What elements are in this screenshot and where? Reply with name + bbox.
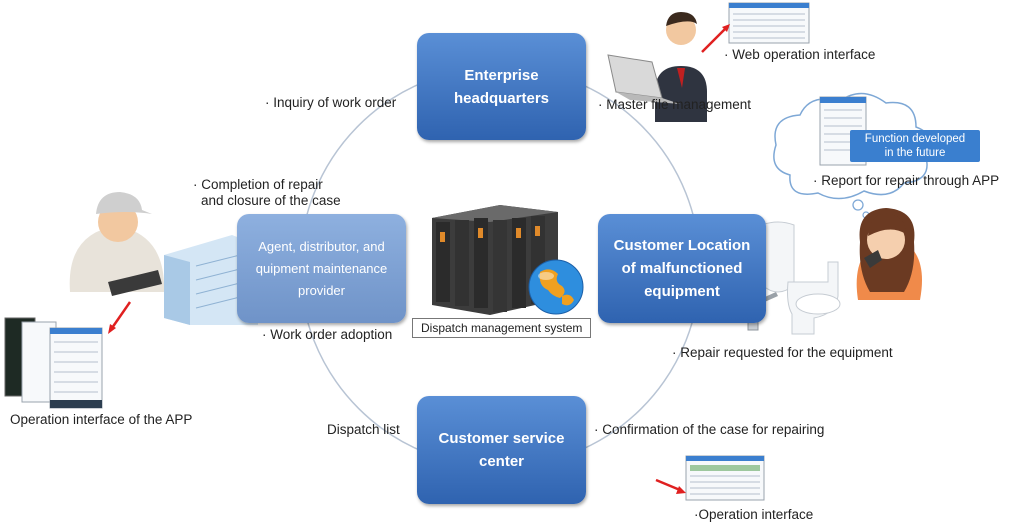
customer-woman-icon: [856, 208, 922, 300]
label-web-interface: · Web operation interface: [724, 47, 876, 62]
node-agent-provider: Agent, distributor, and quipment mainten…: [237, 214, 406, 323]
node-customer-line2: of malfunctioned: [621, 260, 743, 277]
label-report-app: · Report for repair through APP: [813, 173, 1000, 188]
node-enterprise-headquarters: Enterprise headquarters: [417, 33, 586, 140]
globe-icon: [528, 259, 584, 315]
red-arrow-operation-icon: [655, 478, 686, 494]
future-function-line2: in the future: [884, 147, 946, 159]
label-confirmation: · Confirmation of the case for repairing: [594, 422, 825, 437]
node-hq-line1: Enterprise: [464, 66, 539, 84]
label-inquiry: · Inquiry of work order: [265, 95, 397, 110]
node-service-line1: Customer service: [438, 430, 565, 447]
web-interface-thumbnail-icon: [728, 2, 810, 44]
technician-icon: [69, 192, 165, 296]
node-customer-line3: equipment: [644, 283, 720, 300]
node-hq-line2: headquarters: [453, 89, 550, 107]
node-agent-line3: provider: [298, 282, 345, 298]
node-customer-line1: Customer Location: [613, 237, 751, 254]
red-arrow-web-icon: [701, 24, 730, 53]
office-building-icon: [164, 235, 258, 325]
label-completion-1: · Completion of repair: [193, 177, 323, 192]
label-app-interface: Operation interface of the APP: [10, 412, 193, 427]
app-screens-icon: [4, 317, 103, 409]
node-customer-location: Customer Location of malfunctioned equip…: [598, 214, 766, 323]
red-arrow-app-icon: [108, 301, 132, 334]
label-repair-requested: · Repair requested for the equipment: [672, 345, 893, 360]
label-master-file: · Master file management: [598, 97, 752, 112]
label-completion-2: and closure of the case: [201, 193, 341, 208]
node-agent-line2: quipment maintenance: [255, 260, 388, 276]
future-function-line1: Function developed: [864, 133, 966, 145]
node-customer-service-center: Customer service center: [417, 396, 586, 504]
label-work-order: · Work order adoption: [262, 327, 393, 342]
laptop-user-icon: [607, 12, 707, 122]
future-function-label: Function developed in the future: [850, 130, 980, 162]
dispatch-system-label: Dispatch management system: [412, 318, 592, 338]
label-dispatch-list: Dispatch list: [327, 422, 400, 437]
node-agent-line1: Agent, distributor, and: [258, 238, 385, 254]
label-operation-interface: ·Operation interface: [694, 507, 814, 522]
operation-interface-thumbnail-icon: [685, 455, 765, 501]
node-service-line2: center: [478, 453, 525, 470]
